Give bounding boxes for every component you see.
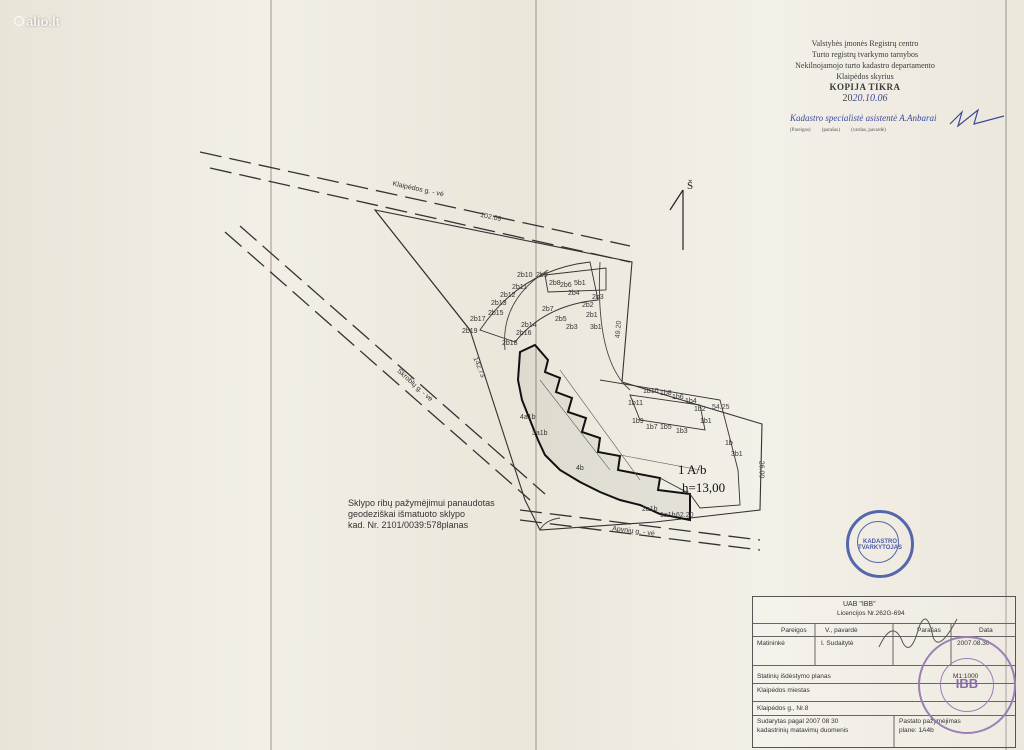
dimension-right-mid: 54.25 bbox=[712, 404, 730, 411]
title-block-divider bbox=[893, 715, 895, 747]
unit-label: 2b9 bbox=[536, 272, 548, 279]
unit-label: 2b11 bbox=[512, 284, 528, 291]
unit-label: 2b1 bbox=[586, 312, 598, 319]
unit-label: 2b4 bbox=[568, 290, 580, 297]
col-date: Data bbox=[979, 627, 993, 634]
unit-label: 2b7 bbox=[542, 306, 554, 313]
kadastro-stamp: KADASTRO TVARKYTOJAS bbox=[846, 510, 914, 578]
unit-label: 2b14 bbox=[521, 322, 537, 329]
unit-label: 1b10 bbox=[643, 388, 659, 395]
registry-line: Valstybės įmonės Registrų centro bbox=[811, 39, 919, 48]
address: Klaipėdos g., Nr.8 bbox=[757, 705, 809, 712]
unit-label: 3a1b bbox=[532, 430, 548, 437]
unit-label: 2b3 bbox=[592, 294, 604, 301]
plan-type: Statinių išdėstymo planas bbox=[757, 673, 831, 680]
unit-label: 2b8 bbox=[549, 280, 561, 287]
unit-label: 1b7 bbox=[646, 424, 658, 431]
surveyor-name: I. Sudaitytė bbox=[821, 640, 854, 647]
marking-line: Pastato pažymėjimas bbox=[899, 718, 961, 725]
unit-label: 2b6 bbox=[560, 282, 572, 289]
city: Klaipėdos miestas bbox=[757, 687, 810, 694]
unit-label: 2b18 bbox=[502, 340, 518, 347]
registry-line: Turto registrų tvarkymo tarnybos bbox=[811, 50, 919, 59]
street-lines bbox=[199, 151, 761, 551]
col-position: Pareigos bbox=[781, 627, 807, 634]
marking-line: plane: 1A4b bbox=[899, 727, 934, 734]
handwritten-signature-mark bbox=[949, 108, 1005, 128]
unit-label: 2b17 bbox=[470, 316, 486, 323]
paper-fold bbox=[1005, 0, 1007, 750]
unit-label: 2b5 bbox=[555, 316, 567, 323]
unit-label: 1b8 bbox=[660, 390, 672, 397]
unit-label: 2b13 bbox=[491, 300, 507, 307]
building-lower-wing bbox=[599, 379, 741, 509]
building-upper-wing bbox=[479, 261, 607, 343]
unit-label: 2b3 bbox=[566, 324, 578, 331]
building-designation: 1 A/b bbox=[678, 462, 707, 477]
unit-label: 1b5 bbox=[660, 424, 672, 431]
unit-label: 2b15 bbox=[488, 310, 504, 317]
col-name: V., pavardė bbox=[825, 627, 858, 634]
unit-label: 3b1 bbox=[590, 324, 602, 331]
unit-label: 2b12 bbox=[500, 292, 516, 299]
surveyor-signature bbox=[878, 618, 958, 648]
paper-fold bbox=[270, 0, 272, 750]
unit-label: 2b10 bbox=[517, 272, 533, 279]
compiled-line: kadastrinių matavimų duomenis bbox=[757, 727, 849, 734]
unit-label: 2b16 bbox=[516, 330, 532, 337]
building-height: h=13,00 bbox=[682, 480, 726, 495]
unit-label: 4b bbox=[576, 465, 584, 472]
handwritten-official: Kadastro specialistė asistentė A.Anbarai bbox=[790, 113, 937, 123]
unit-label: 2b2 bbox=[582, 302, 594, 309]
unit-label: 2a1b bbox=[642, 506, 658, 513]
unit-label: 1b1 bbox=[700, 418, 712, 425]
company-name: UAB "IBB" bbox=[843, 601, 876, 608]
signature-captions: (Pareigos) (parašas) (vardas, pavardė) bbox=[790, 128, 886, 133]
company-license: Licencijos Nr.262G-694 bbox=[837, 610, 905, 617]
unit-label: 1b2 bbox=[694, 406, 706, 413]
unit-label: 1b11 bbox=[628, 400, 644, 407]
unit-label: 4a1b bbox=[520, 414, 536, 421]
dimension-bottom: 62.20 bbox=[676, 512, 694, 519]
unit-label: 1b9 bbox=[632, 418, 644, 425]
registry-header: Valstybės įmonės Registrų centro Turto r… bbox=[760, 38, 970, 104]
col-signature: Parašas bbox=[917, 627, 941, 634]
unit-label: 1b6 bbox=[672, 394, 684, 401]
watermark-logo: alio.lt bbox=[14, 14, 60, 29]
north-arrow-icon bbox=[669, 189, 684, 250]
unit-label: 1b3 bbox=[676, 428, 688, 435]
unit-label: 1a1b bbox=[660, 512, 676, 519]
unit-label: 5b1 bbox=[574, 280, 586, 287]
dimension-right-lower: 26.00 bbox=[757, 460, 765, 479]
paper-fold bbox=[535, 0, 537, 750]
unit-label: 2b19 bbox=[462, 328, 478, 335]
plan-note: Sklypo ribų pažymėjimui panaudotas geode… bbox=[348, 498, 495, 530]
unit-label: 1b bbox=[725, 440, 733, 447]
unit-label: 1b4 bbox=[685, 398, 697, 405]
unit-label: 3b1 bbox=[731, 451, 743, 458]
surveyor-role: Matininkė bbox=[757, 640, 785, 647]
parcel-boundary bbox=[373, 209, 763, 531]
main-building bbox=[516, 343, 691, 522]
registry-line: Nekilnojamojo turto kadastro departament… bbox=[795, 61, 935, 70]
certification-date: 2020.10.06 bbox=[842, 93, 888, 104]
certification-title: KOPIJA TIKRA bbox=[829, 82, 901, 92]
compiled-line: Sudarytas pagal 2007 08 30 bbox=[757, 718, 839, 725]
registry-line: Klaipėdos skyrius bbox=[836, 72, 894, 81]
north-label: Š bbox=[687, 180, 694, 192]
ibb-stamp: IBB bbox=[918, 636, 1016, 734]
